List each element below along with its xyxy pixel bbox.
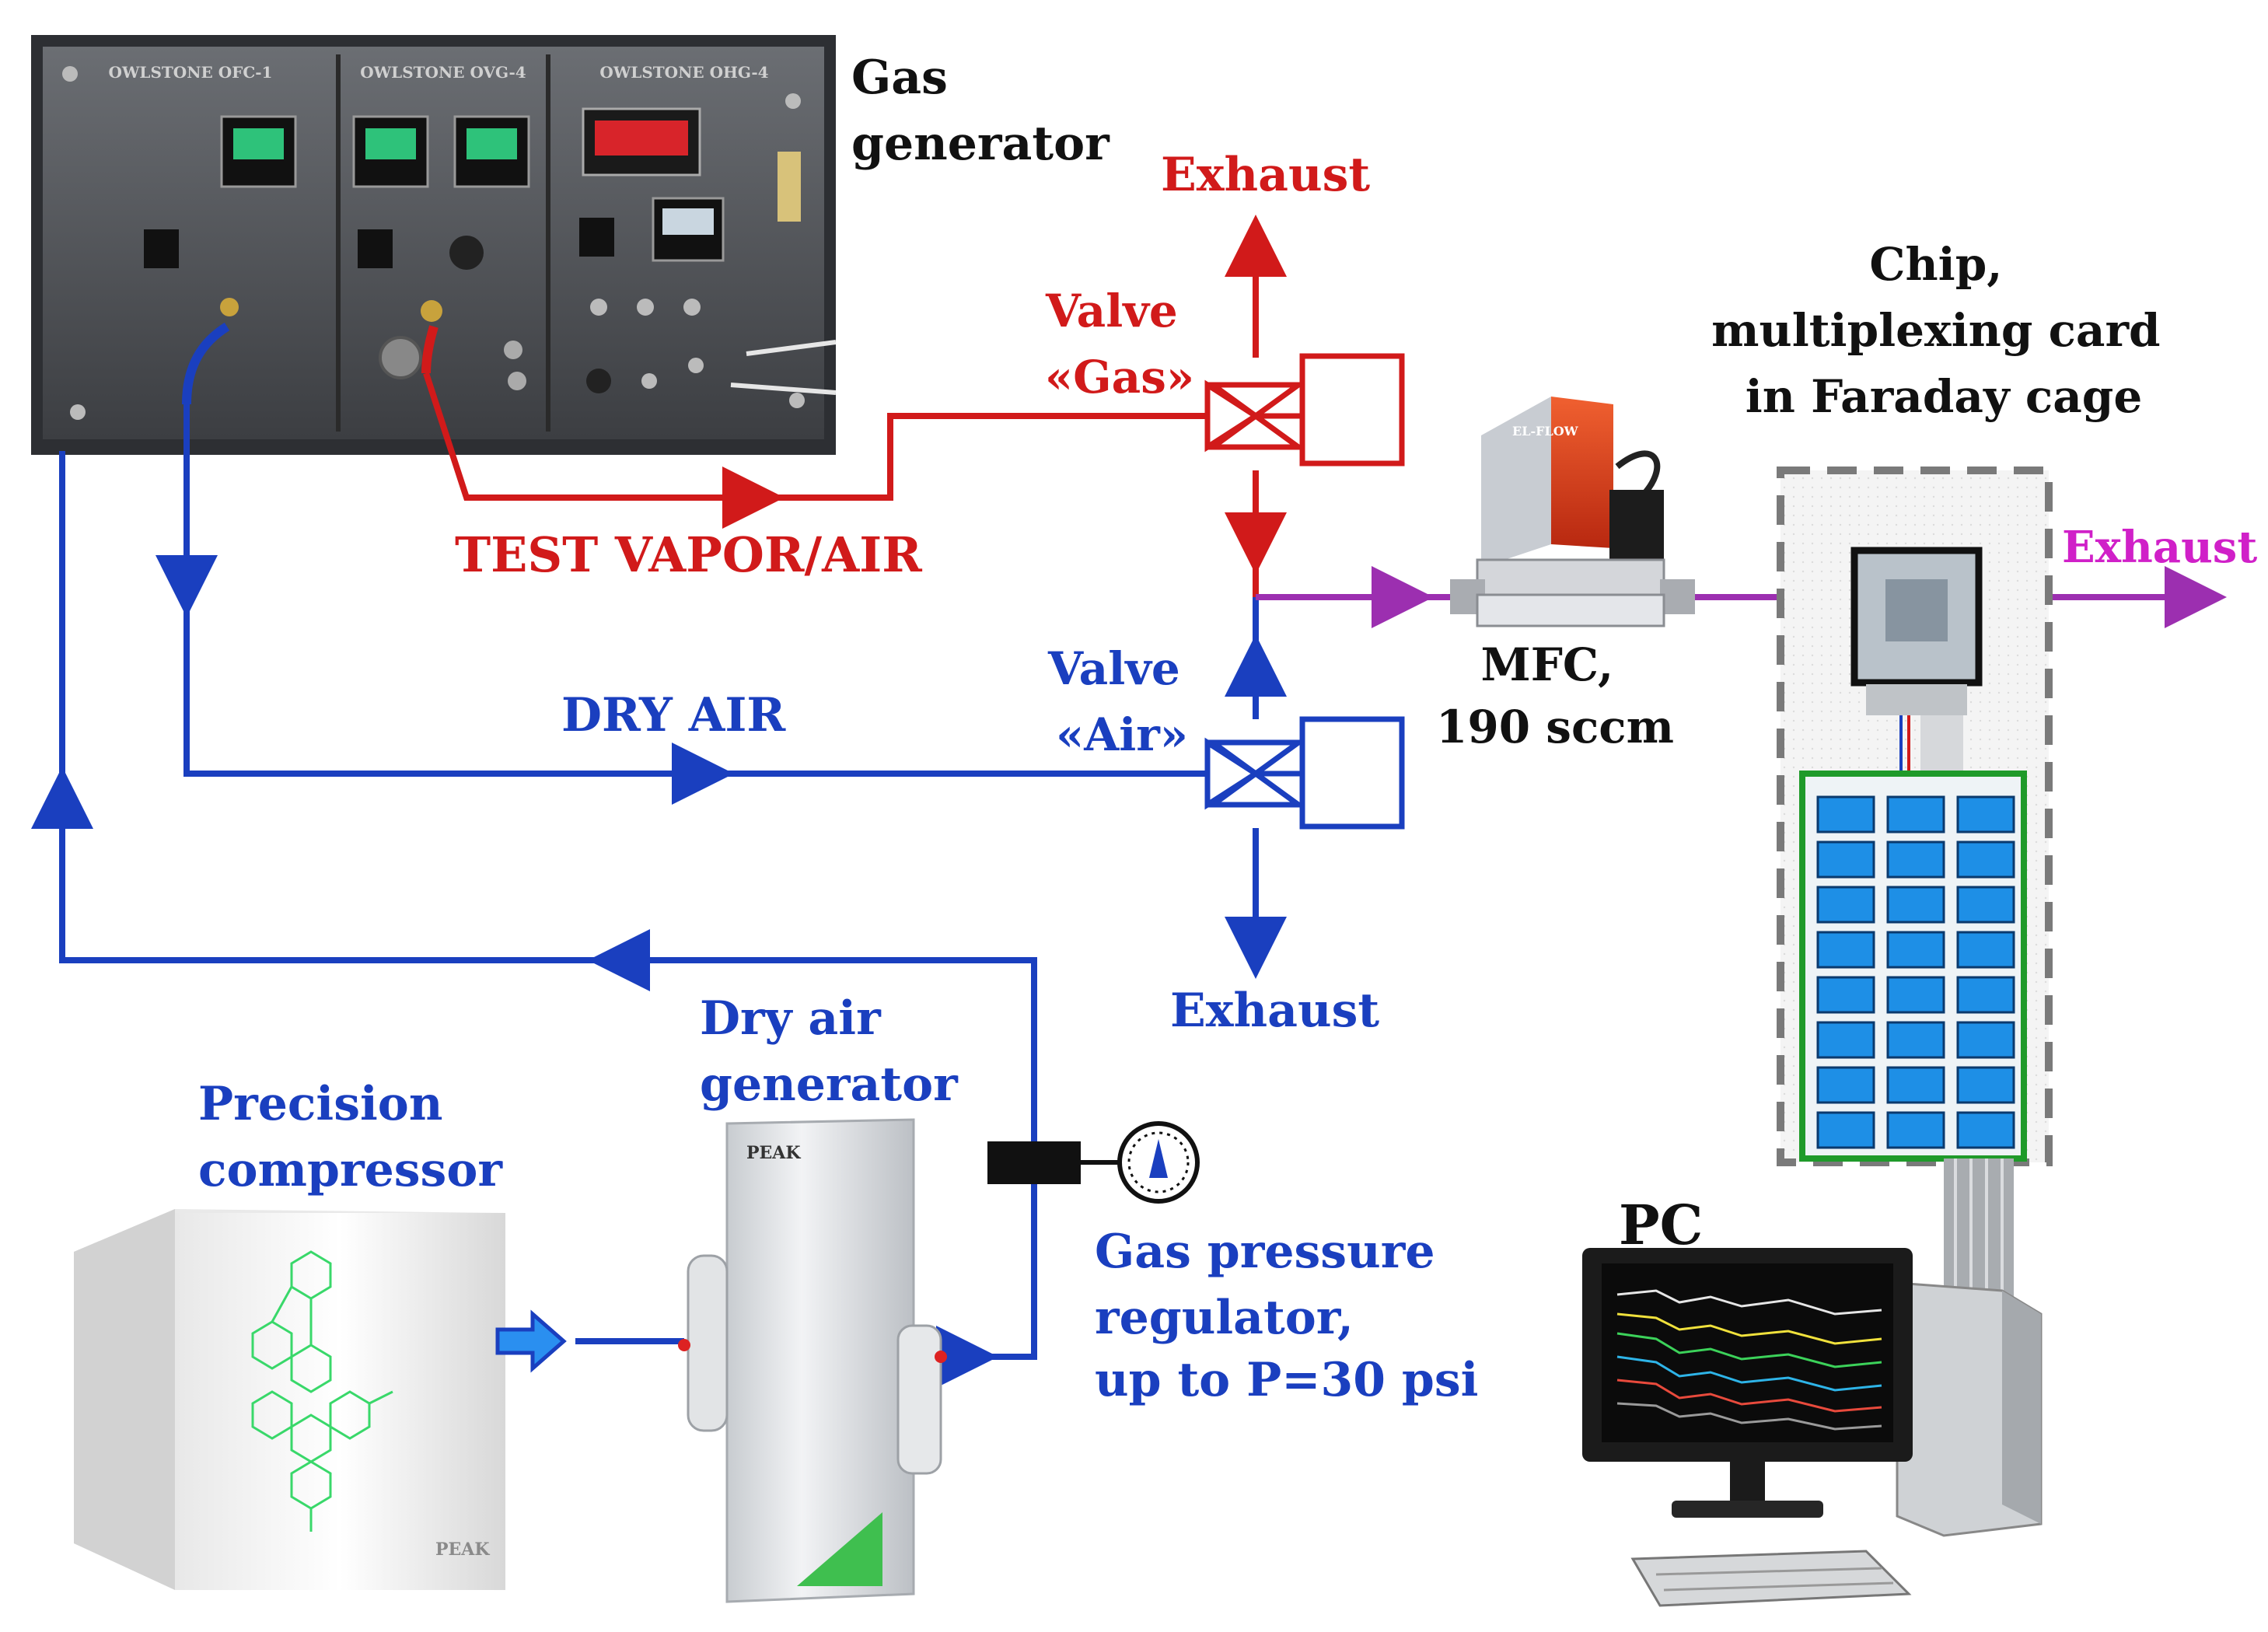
card-cell (1816, 1066, 1875, 1104)
gas-pressure-regulator-label-line3: up to P=30 psi (1095, 1353, 1478, 1407)
gas-pressure-regulator-label: Gas pressure regulator, up to P=30 psi (1095, 1225, 1478, 1407)
card-cell (1816, 886, 1875, 924)
piping (31, 215, 2227, 1388)
gas-pressure-regulator-label-line2: regulator, (1095, 1291, 1354, 1345)
panel-label-ofc: OWLSTONE OFC-1 (109, 63, 273, 82)
valve-gas-label-line1: Valve (1045, 285, 1178, 337)
card-cell (1886, 886, 1945, 924)
pc-computer (1582, 1248, 2043, 1607)
chip-cage-label-line3: in Faraday cage (1746, 370, 2143, 423)
card-cell (1816, 840, 1875, 879)
card-cell (1886, 976, 1945, 1014)
test-vapor-hose (421, 325, 439, 374)
valve-gas-label: Valve «Gas» (1045, 285, 1194, 404)
gas-pressure-regulator (987, 1121, 1200, 1204)
valve-gas (1204, 353, 1405, 467)
dry-air-generator-label-line2: generator (700, 1057, 959, 1112)
power-switch-1 (144, 229, 179, 268)
compressor-output-arrow (495, 1309, 567, 1373)
card-cell (1816, 931, 1875, 969)
card-cell (1886, 840, 1945, 879)
valve-gas-label-line2: «Gas» (1045, 351, 1194, 404)
pc-screen (1602, 1263, 1893, 1442)
chip-cage-label-line1: Chip, (1869, 238, 2002, 291)
mfc-brand-label: EL-FLOW (1512, 424, 1579, 439)
valve-air-label-line2: «Air» (1056, 708, 1188, 761)
compressor-brand-label: PEAK (435, 1539, 490, 1560)
card-cell (1956, 976, 2015, 1014)
precision-compressor-device: PEAK (74, 1209, 505, 1590)
gas-pressure-regulator-label-line1: Gas pressure (1095, 1225, 1435, 1279)
chip-cage-label: Chip, multiplexing card in Faraday cage (1711, 238, 2176, 423)
gas-generator-label: Gas generator (851, 51, 1110, 171)
pc-keyboard (1630, 1550, 1912, 1607)
precision-compressor-label: Precision compressor (198, 1077, 503, 1197)
test-vapor-air-label: TEST VAPOR/AIR (455, 526, 922, 583)
valve-air (1204, 716, 1405, 830)
card-cell (1956, 1111, 2015, 1149)
mfc-label-line2: 190 sccm (1436, 701, 1674, 753)
dry-air-generator-device: PEAK (678, 1118, 947, 1603)
gas-generator-device: OWLSTONE OFC-1 OWLSTONE OVG-4 OWLSTONE O… (31, 35, 837, 455)
gas-generator-label-line2: generator (851, 117, 1110, 171)
card-cell (1886, 1111, 1945, 1149)
card-cell (1956, 931, 2015, 969)
precision-compressor-label-line1: Precision (198, 1077, 442, 1131)
power-switch-3 (579, 218, 614, 257)
multiplexing-card (1799, 771, 2027, 1162)
dry-air-gen-green-logo (797, 1512, 882, 1586)
card-cell (1886, 1066, 1945, 1104)
valve-air-label: Valve «Air» (1047, 642, 1196, 761)
mfc-label: MFC, 190 sccm (1436, 638, 1674, 753)
mfc-label-line1: MFC, (1481, 638, 1614, 691)
card-cell (1886, 931, 1945, 969)
sensor-chip (1850, 547, 1983, 687)
card-cell (1816, 1021, 1875, 1059)
power-switch-2 (358, 229, 393, 268)
card-cell (1956, 1066, 2015, 1104)
card-cell (1816, 976, 1875, 1014)
faraday-cage (1777, 467, 2053, 1166)
dry-air-label: DRY AIR (561, 688, 786, 743)
compressor-hex-logo (251, 1250, 393, 1532)
labels: Gas generator Exhaust Valve «Gas» TEST V… (198, 51, 2257, 1407)
card-cell (1956, 840, 2015, 879)
valve-gas-actuator (1299, 353, 1405, 467)
exhaust-bottom-label: Exhaust (1170, 984, 1379, 1038)
panel-label-ovg: OWLSTONE OVG-4 (360, 63, 526, 82)
card-cell (1886, 1021, 1945, 1059)
gas-generator-label-line1: Gas (851, 51, 948, 105)
dry-air-hose (182, 322, 230, 405)
precision-compressor-label-line2: compressor (198, 1143, 503, 1197)
card-cell (1816, 795, 1875, 833)
card-cell (1886, 795, 1945, 833)
card-cell (1816, 1111, 1875, 1149)
pc-label: PC (1619, 1193, 1703, 1257)
valve-air-actuator (1299, 716, 1405, 830)
mfc-device: EL-FLOW (1450, 397, 1695, 627)
card-cell (1956, 886, 2015, 924)
card-cell (1956, 795, 2015, 833)
card-cell (1956, 1021, 2015, 1059)
dry-air-gen-brand-label: PEAK (746, 1143, 801, 1163)
chip-cage-label-line2: multiplexing card (1711, 304, 2160, 357)
panel-label-ohg: OWLSTONE OHG-4 (599, 63, 768, 82)
dry-air-generator-label-line1: Dry air (700, 991, 882, 1046)
valve-air-label-line1: Valve (1047, 642, 1180, 695)
exhaust-right-label: Exhaust (2062, 522, 2257, 573)
exhaust-top-label: Exhaust (1161, 148, 1370, 202)
dry-air-generator-label: Dry air generator (700, 991, 959, 1112)
